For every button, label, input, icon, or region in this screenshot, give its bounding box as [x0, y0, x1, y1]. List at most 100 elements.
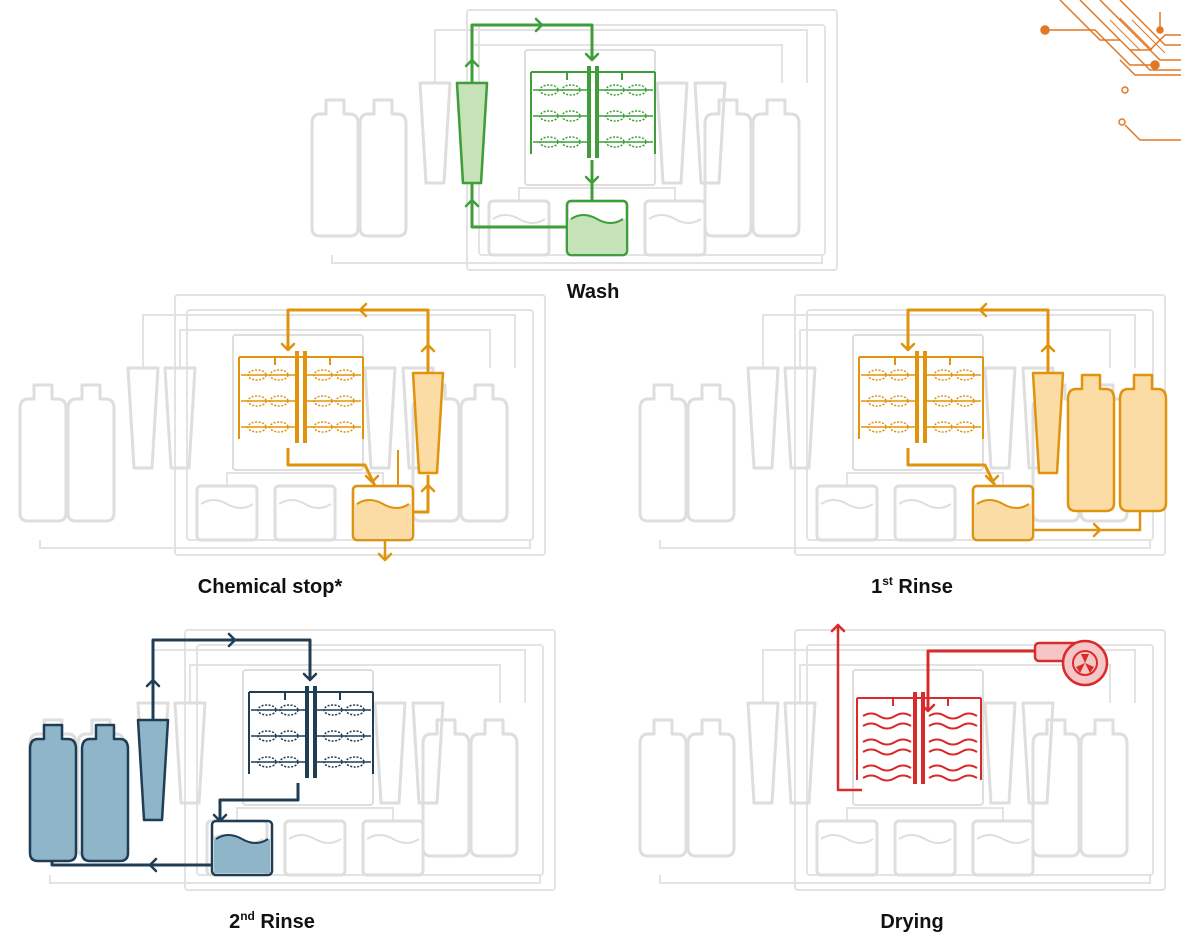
tank-ghost-surface	[976, 834, 1030, 844]
pipe	[39, 540, 531, 549]
flow-arrow-icon	[145, 678, 161, 688]
tank-ghost	[195, 484, 259, 542]
part-icon	[247, 421, 267, 433]
tank-ghost-surface	[288, 834, 342, 844]
flow-arrow-icon	[420, 483, 436, 493]
filter-ghost	[418, 81, 452, 185]
part-icon	[561, 84, 581, 96]
pipe	[179, 329, 491, 368]
tank-ghost	[815, 484, 879, 542]
bottle-ghost	[686, 383, 736, 523]
machine-frame	[794, 629, 1166, 891]
pipe	[331, 255, 823, 264]
flow-arrow-icon	[534, 17, 544, 33]
drying-wave	[862, 712, 912, 720]
part-icon	[335, 369, 355, 381]
circuit-decoration-icon	[1040, 0, 1181, 141]
tank-active	[971, 484, 1035, 542]
pipe	[846, 472, 1004, 486]
part-icon	[539, 110, 559, 122]
flow-arrow-icon	[584, 175, 600, 185]
drying-wave	[862, 722, 912, 730]
flow-line	[836, 625, 862, 792]
pipe	[189, 664, 501, 703]
pipe	[799, 664, 1111, 703]
part-icon	[561, 136, 581, 148]
filter-ghost	[1021, 701, 1055, 805]
pipe	[142, 314, 516, 368]
filter-ghost	[363, 366, 397, 470]
tank-ghost	[273, 484, 337, 542]
pipe	[518, 187, 676, 201]
rinse-bottle-active	[1066, 373, 1116, 513]
flow-arrow-icon	[584, 52, 600, 62]
filter-ghost	[983, 366, 1017, 470]
bottle-ghost	[638, 383, 688, 523]
tank-ghost-surface	[898, 834, 952, 844]
machine-frame	[184, 629, 556, 891]
filter-ghost	[126, 366, 160, 470]
part-icon	[627, 110, 647, 122]
tank-ghost-surface	[366, 834, 420, 844]
part-icon	[627, 84, 647, 96]
rinse-bottle-active	[28, 723, 78, 863]
part-icon	[335, 395, 355, 407]
bottle-ghost	[686, 718, 736, 858]
rinse-bottle-active	[1118, 373, 1168, 513]
drying-wave	[928, 764, 978, 772]
drying-wave	[928, 712, 978, 720]
part-icon	[279, 756, 299, 768]
part-icon	[867, 369, 887, 381]
filter-active	[411, 371, 445, 475]
pipe	[49, 875, 541, 884]
filter-ghost	[173, 701, 207, 805]
tank-ghost-surface	[492, 214, 546, 224]
tank-active-liquid	[569, 215, 625, 253]
flow-line	[906, 308, 1050, 373]
part-icon	[933, 395, 953, 407]
flow-arrow-icon	[280, 342, 296, 352]
tank-ghost	[971, 819, 1035, 877]
flow-line	[286, 308, 430, 373]
bottle-ghost	[1079, 718, 1129, 858]
pipe	[846, 807, 1004, 821]
filter-active	[1031, 371, 1065, 475]
part-icon	[335, 421, 355, 433]
tank-ghost	[893, 484, 957, 542]
bottle-ghost	[469, 718, 519, 858]
pipe	[659, 875, 1151, 884]
filter-ghost	[655, 81, 689, 185]
flow-arrow-icon	[920, 703, 936, 713]
panel-drying	[638, 623, 1166, 891]
part-icon	[539, 84, 559, 96]
caption-wash: Wash	[567, 281, 620, 303]
flow-line	[926, 649, 1035, 709]
rinse-bottle-active	[80, 723, 130, 863]
part-icon	[345, 756, 365, 768]
part-icon	[313, 369, 333, 381]
part-icon	[279, 704, 299, 716]
bottle-ghost	[459, 383, 509, 523]
bottle-ghost	[421, 718, 471, 858]
caption-chemical-stop: Chemical stop*	[198, 576, 343, 598]
flow-arrow-icon	[1040, 343, 1056, 353]
part-icon	[323, 756, 343, 768]
bottle-ghost	[358, 98, 408, 238]
flow-arrow-icon	[358, 302, 368, 318]
drying-wave	[862, 774, 912, 782]
tank-ghost-surface	[200, 499, 254, 509]
part-icon	[313, 421, 333, 433]
part-icon	[867, 421, 887, 433]
flow-line	[218, 783, 300, 821]
tank-ghost	[361, 819, 425, 877]
flow-line	[1033, 512, 1142, 532]
part-icon	[269, 421, 289, 433]
flow-arrow-icon	[464, 198, 480, 208]
filter-ghost	[746, 366, 780, 470]
filter-ghost	[163, 366, 197, 470]
flow-arrow-icon	[464, 58, 480, 68]
machine-frame	[174, 294, 546, 556]
flow-arrow-icon	[1092, 522, 1102, 538]
panel-2nd-rinse	[28, 629, 556, 891]
